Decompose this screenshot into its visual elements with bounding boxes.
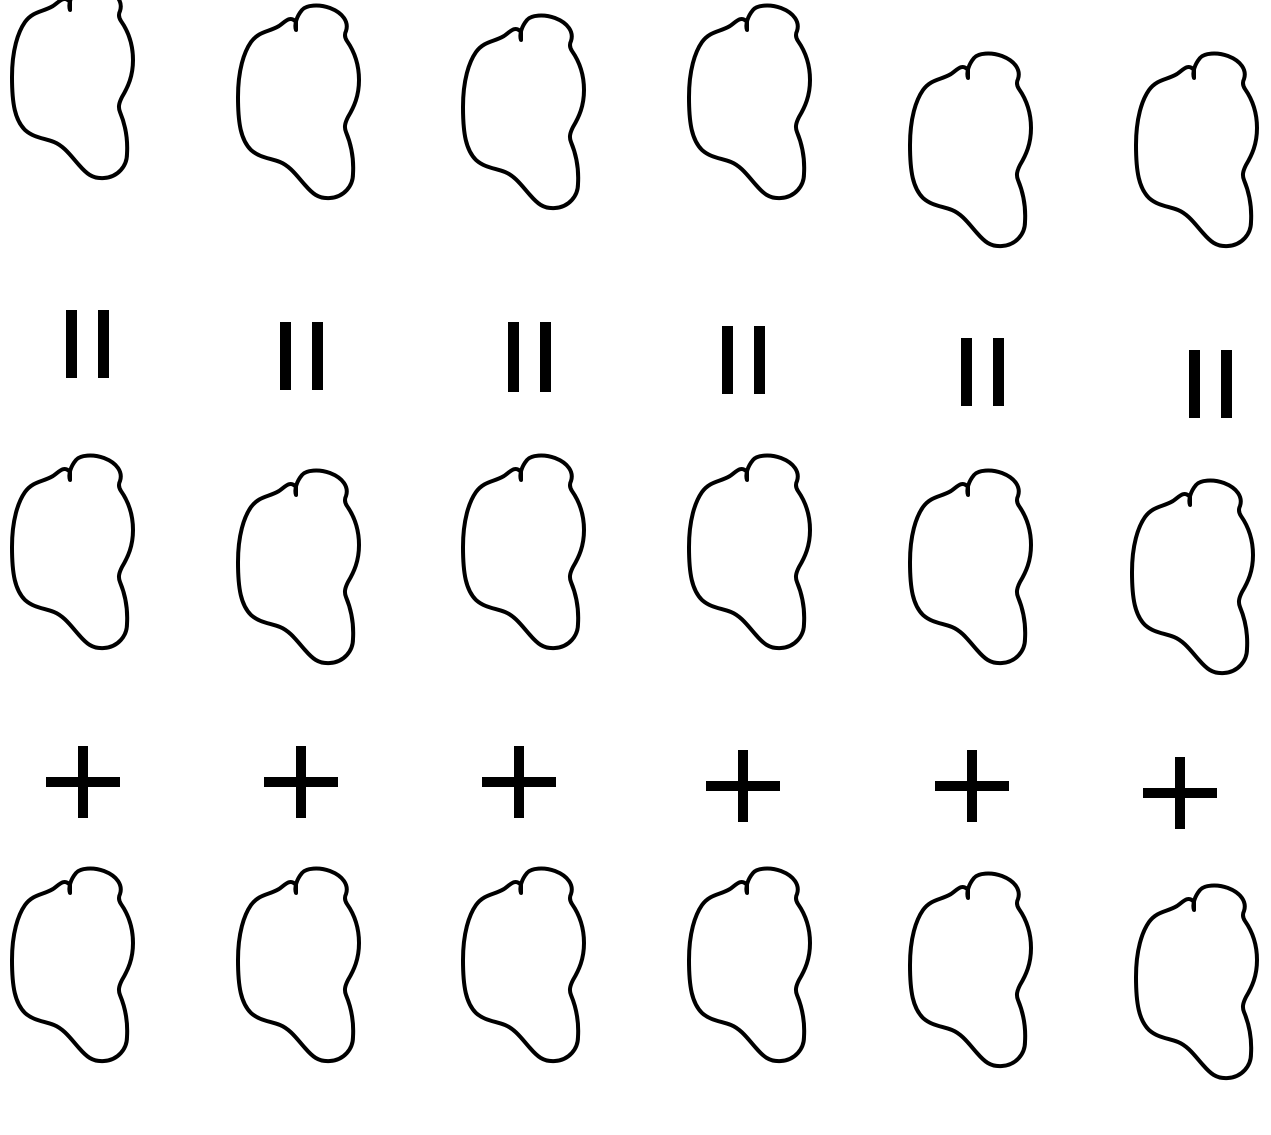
result-blob-3 (463, 16, 584, 209)
plus-vertical-bar (78, 746, 88, 818)
plus-sign-5 (935, 750, 1009, 822)
equals-bar-1 (722, 326, 733, 394)
plus-vertical-bar (738, 750, 748, 822)
equals-sign-6 (1189, 350, 1232, 418)
equals-bar-1 (508, 322, 519, 392)
equals-bar-1 (66, 310, 77, 378)
second-operand-blob-3 (463, 869, 584, 1062)
equals-sign-1 (66, 310, 109, 378)
equals-bar-2 (1221, 350, 1232, 418)
result-blob-4 (689, 6, 810, 199)
result-blob-6 (1136, 54, 1257, 247)
equals-bar-2 (312, 322, 323, 390)
second-operand-blob-6 (1136, 886, 1257, 1079)
operator-grid (46, 310, 1232, 829)
equals-bar-2 (993, 338, 1004, 406)
plus-sign-6 (1143, 757, 1217, 829)
plus-sign-2 (264, 746, 338, 818)
plus-vertical-bar (514, 746, 524, 818)
first-operand-blob-1 (12, 456, 133, 649)
first-operand-blob-5 (910, 471, 1031, 664)
equals-sign-3 (508, 322, 551, 392)
first-operand-blob-4 (689, 456, 810, 649)
plus-vertical-bar (1175, 757, 1185, 829)
second-operand-blob-5 (910, 874, 1031, 1067)
result-blob-1 (12, 0, 133, 178)
equals-sign-2 (280, 322, 323, 390)
plus-vertical-bar (296, 746, 306, 818)
second-operand-blob-1 (12, 869, 133, 1062)
equals-bar-2 (540, 322, 551, 392)
plus-sign-3 (482, 746, 556, 818)
plus-sign-1 (46, 746, 120, 818)
result-blob-5 (910, 54, 1031, 247)
equals-bar-2 (754, 326, 765, 394)
equals-bar-1 (280, 322, 291, 390)
second-operand-blob-2 (238, 869, 359, 1062)
equals-sign-5 (961, 338, 1004, 406)
result-blob-2 (238, 6, 359, 199)
first-operand-blob-2 (238, 471, 359, 664)
equals-bar-1 (1189, 350, 1200, 418)
equals-bar-1 (961, 338, 972, 406)
plus-sign-4 (706, 750, 780, 822)
second-operand-blob-4 (689, 869, 810, 1062)
equals-sign-4 (722, 326, 765, 394)
equals-bar-2 (98, 310, 109, 378)
plus-vertical-bar (967, 750, 977, 822)
first-operand-blob-6 (1132, 481, 1253, 674)
first-operand-blob-3 (463, 456, 584, 649)
blob-grid (12, 0, 1257, 1078)
